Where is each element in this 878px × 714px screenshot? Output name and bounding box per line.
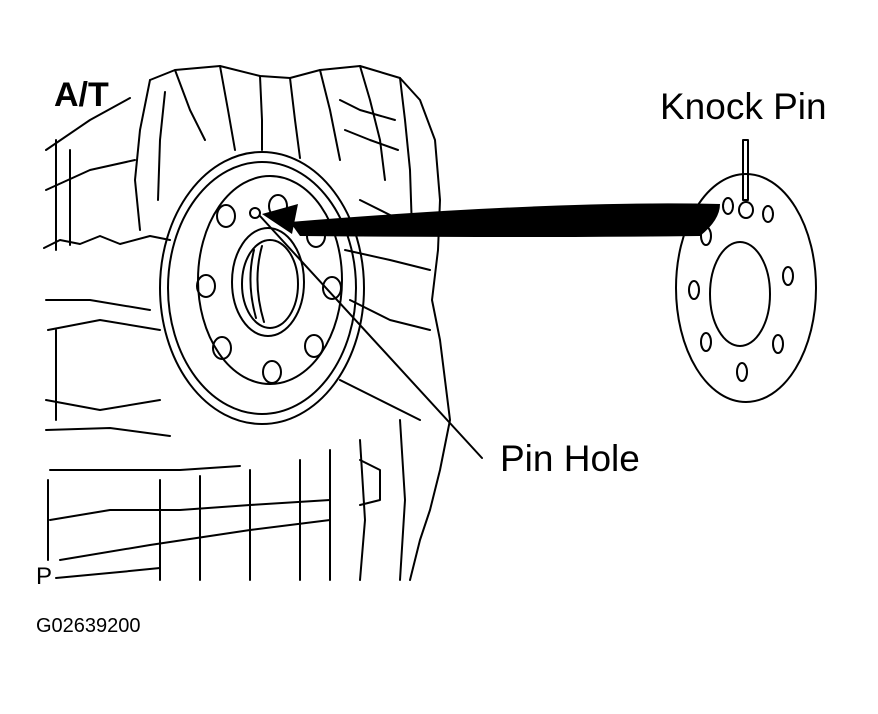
pin-hole-leader <box>259 215 483 459</box>
knock-pin-label: Knock Pin <box>660 86 827 127</box>
pin-hole-mark <box>249 207 261 219</box>
transmission-type-label: A/T <box>54 76 109 114</box>
figure-code: G02639200 <box>36 615 141 637</box>
assembly-arrow <box>262 203 720 237</box>
drive-plate-hub <box>159 151 365 425</box>
transmission-housing <box>43 65 451 581</box>
knock-pin <box>738 139 754 219</box>
pin-hole-label: Pin Hole <box>500 438 640 479</box>
p-mark-label: P <box>36 563 53 590</box>
